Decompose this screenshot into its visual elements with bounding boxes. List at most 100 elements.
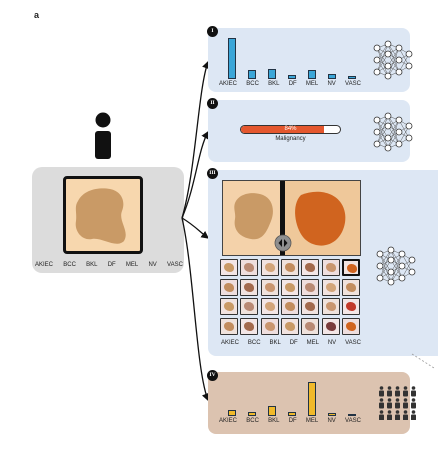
- grid-image-cell[interactable]: [220, 298, 238, 315]
- grid-lesion: [325, 263, 336, 272]
- grid-image-cell[interactable]: [321, 278, 340, 296]
- nn-node: [395, 68, 403, 76]
- category-label: DF: [107, 262, 116, 268]
- grid-image-cell[interactable]: [220, 259, 238, 276]
- nn-edge: [390, 249, 403, 279]
- bar: [308, 70, 316, 79]
- grid-lesion: [305, 282, 316, 292]
- grid-lesion: [345, 282, 356, 292]
- grid-lesion: [284, 321, 295, 331]
- person-body: [395, 390, 400, 397]
- category-label: VASC: [345, 340, 361, 346]
- nn-edge: [379, 259, 392, 279]
- nn-edge: [376, 125, 389, 145]
- nn-node: [405, 50, 413, 58]
- category-label: BCC: [246, 418, 259, 424]
- malignancy-percent: 84%: [284, 126, 297, 132]
- category-label: BKL: [268, 81, 280, 87]
- grid-image-cell[interactable]: [321, 259, 340, 276]
- grid-lesion: [244, 263, 255, 272]
- grid-image-cell[interactable]: [341, 278, 360, 296]
- input-category-labels: AKIEC BCC BKL DF MEL NV VASC: [35, 262, 183, 268]
- grid-image-cell[interactable]: [220, 278, 238, 296]
- grid-image-cell[interactable]: [301, 298, 320, 315]
- nn-edge: [398, 53, 410, 73]
- grid-image-cell[interactable]: [280, 298, 299, 315]
- grid-image-cell[interactable]: [321, 317, 340, 335]
- grid-image-cell[interactable]: [240, 259, 259, 276]
- category-label: NV: [327, 81, 336, 87]
- bar: [328, 73, 336, 79]
- grid-image-cell[interactable]: [301, 278, 320, 296]
- nn-edge: [376, 43, 389, 73]
- grid-image-cell[interactable]: [260, 317, 279, 335]
- grid-lesion: [244, 321, 255, 331]
- malignancy-bar-fill: [241, 126, 325, 133]
- nn-node: [395, 140, 403, 148]
- grid-lesion: [345, 302, 356, 311]
- lesion-image-frame: [63, 176, 143, 254]
- grid-image-cell[interactable]: [240, 298, 259, 315]
- grid-lesion: [244, 282, 255, 292]
- grid-image-cell[interactable]: [260, 278, 279, 296]
- bar-chart-1: [222, 36, 362, 79]
- grid-image-cell[interactable]: [280, 259, 299, 276]
- nn-node: [384, 112, 392, 120]
- bar-slot: [268, 380, 276, 416]
- category-labels-3: AKIEC BCC BKL DF MEL NV VASC: [221, 340, 361, 346]
- person-head: [395, 410, 400, 414]
- grid-image-cell[interactable]: [280, 317, 299, 335]
- grid-image-cell[interactable]: [341, 259, 360, 276]
- grid-lesion: [224, 282, 234, 292]
- bar: [248, 411, 256, 416]
- category-label: DF: [288, 81, 297, 87]
- bar-slot: [348, 36, 356, 79]
- nn-node: [373, 116, 381, 124]
- nn-node: [384, 50, 392, 58]
- slider-handle-icon[interactable]: [274, 234, 292, 252]
- bar-slot: [228, 36, 236, 79]
- category-label: NV: [327, 340, 337, 346]
- grid-image-cell[interactable]: [240, 317, 259, 335]
- category-label: VASC: [345, 81, 361, 87]
- nn-edge: [376, 53, 389, 73]
- person-head: [395, 398, 400, 402]
- person-head: [387, 410, 392, 414]
- grid-image-cell[interactable]: [321, 298, 340, 315]
- grid-lesion: [345, 321, 356, 331]
- grid-lesion: [264, 321, 275, 331]
- grid-image-cell[interactable]: [240, 278, 259, 296]
- grid-image-cell[interactable]: [260, 259, 279, 276]
- bar-slot: [348, 380, 356, 416]
- grid-image-cell[interactable]: [220, 317, 238, 335]
- grid-image-cell[interactable]: [301, 259, 320, 276]
- nn-node: [395, 116, 403, 124]
- bar: [268, 405, 276, 416]
- nn-edge: [387, 119, 400, 139]
- nn-node: [387, 278, 395, 286]
- nn-node: [373, 140, 381, 148]
- grid-image-cell[interactable]: [260, 298, 279, 315]
- nn-edge: [387, 47, 400, 77]
- bar: [348, 76, 356, 79]
- grid-image-cell[interactable]: [341, 317, 360, 335]
- nn-edge: [390, 253, 403, 273]
- arrow-to-panel-4: [181, 217, 210, 402]
- nn-node: [384, 72, 392, 80]
- person-body: [411, 402, 416, 409]
- bar: [228, 409, 236, 416]
- nn-node: [384, 144, 392, 152]
- person-body: [387, 402, 392, 409]
- nn-node: [384, 134, 392, 142]
- nn-edge: [376, 119, 389, 149]
- category-label: MEL: [306, 340, 319, 346]
- grid-image-cell[interactable]: [301, 317, 320, 335]
- person-head: [411, 386, 416, 390]
- nn-node: [395, 44, 403, 52]
- grid-image-cell[interactable]: [280, 278, 299, 296]
- grid-image-cell[interactable]: [341, 298, 360, 315]
- nn-edge: [401, 259, 413, 279]
- user-icon: [95, 112, 111, 159]
- grid-lesion: [346, 264, 357, 273]
